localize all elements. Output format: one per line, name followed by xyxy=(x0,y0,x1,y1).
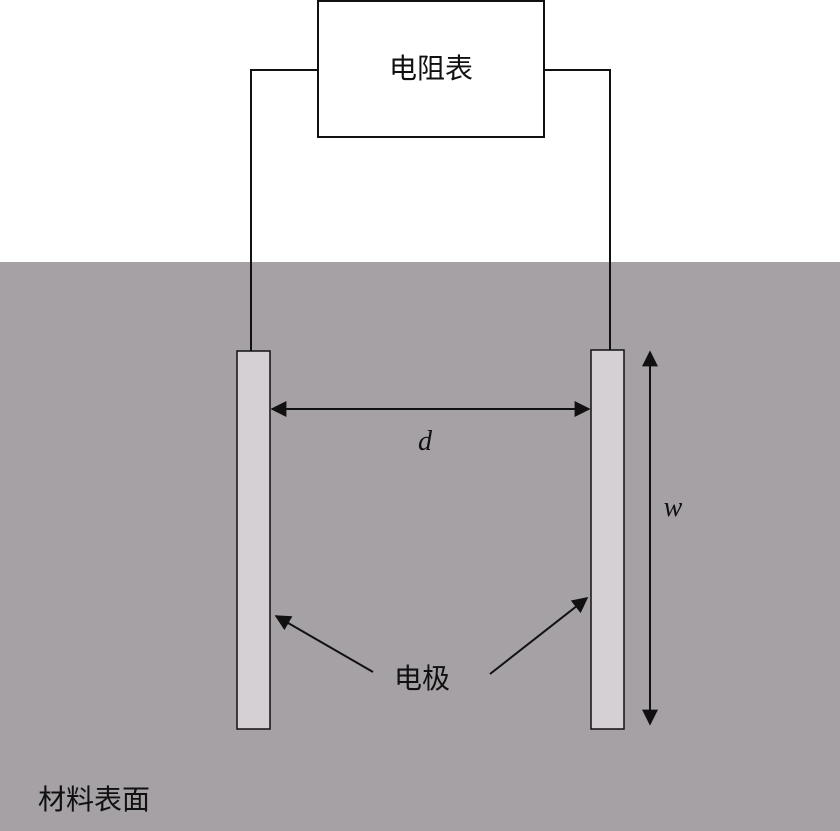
right-electrode-pointer xyxy=(489,597,589,675)
material-surface xyxy=(0,262,840,831)
distance-label: d xyxy=(418,426,433,457)
left-electrode xyxy=(236,350,271,730)
right-wire xyxy=(544,69,611,350)
width-label: w xyxy=(664,492,683,523)
left-wire xyxy=(250,69,318,351)
left-electrode-pointer xyxy=(274,615,374,673)
right-electrode xyxy=(590,349,625,730)
ohmmeter-box xyxy=(317,0,545,138)
ohmmeter-label: 电阻表 xyxy=(389,52,473,85)
electrode-label: 电极 xyxy=(394,662,450,695)
surface-label: 材料表面 xyxy=(38,783,150,816)
